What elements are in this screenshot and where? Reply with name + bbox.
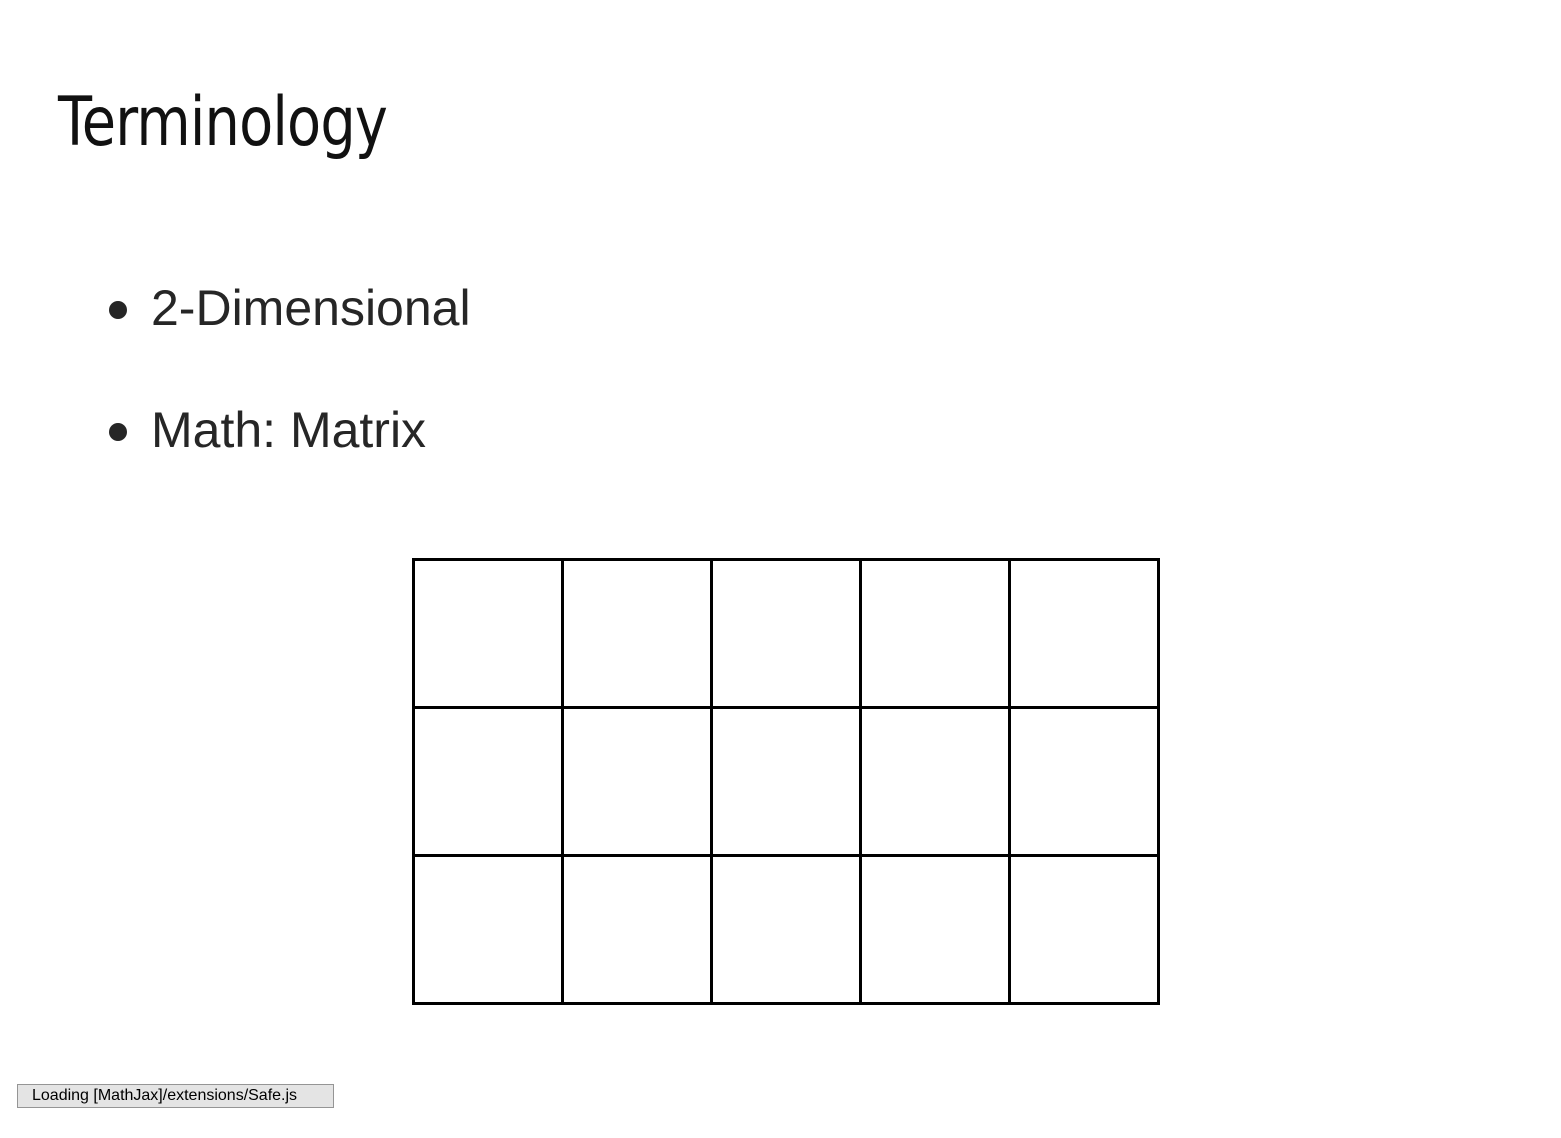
matrix-cell: [412, 558, 564, 709]
matrix-cell: [561, 706, 713, 857]
matrix-cell: [710, 854, 862, 1005]
matrix-cell: [1008, 558, 1160, 709]
matrix-cell: [859, 558, 1011, 709]
matrix-cell: [859, 854, 1011, 1005]
matrix-cell: [561, 854, 713, 1005]
mathjax-loading-status: Loading [MathJax]/extensions/Safe.js: [17, 1084, 334, 1108]
matrix-cell: [561, 558, 713, 709]
matrix-cell: [710, 558, 862, 709]
matrix-cell: [859, 706, 1011, 857]
matrix-cell: [412, 854, 564, 1005]
bullet-text: 2-Dimensional: [151, 280, 471, 336]
matrix-row: [412, 706, 1160, 857]
matrix-row: [412, 854, 1160, 1005]
bullet-text: Math: Matrix: [151, 402, 427, 458]
matrix-cell: [1008, 854, 1160, 1005]
slide-title: Terminology: [58, 83, 388, 162]
matrix-cell: [412, 706, 564, 857]
matrix-cell: [1008, 706, 1160, 857]
matrix-row: [412, 558, 1160, 709]
matrix-grid: [412, 558, 1160, 1005]
bullet-dot-icon: [109, 423, 127, 441]
matrix-cell: [710, 706, 862, 857]
bullet-dot-icon: [109, 301, 127, 319]
